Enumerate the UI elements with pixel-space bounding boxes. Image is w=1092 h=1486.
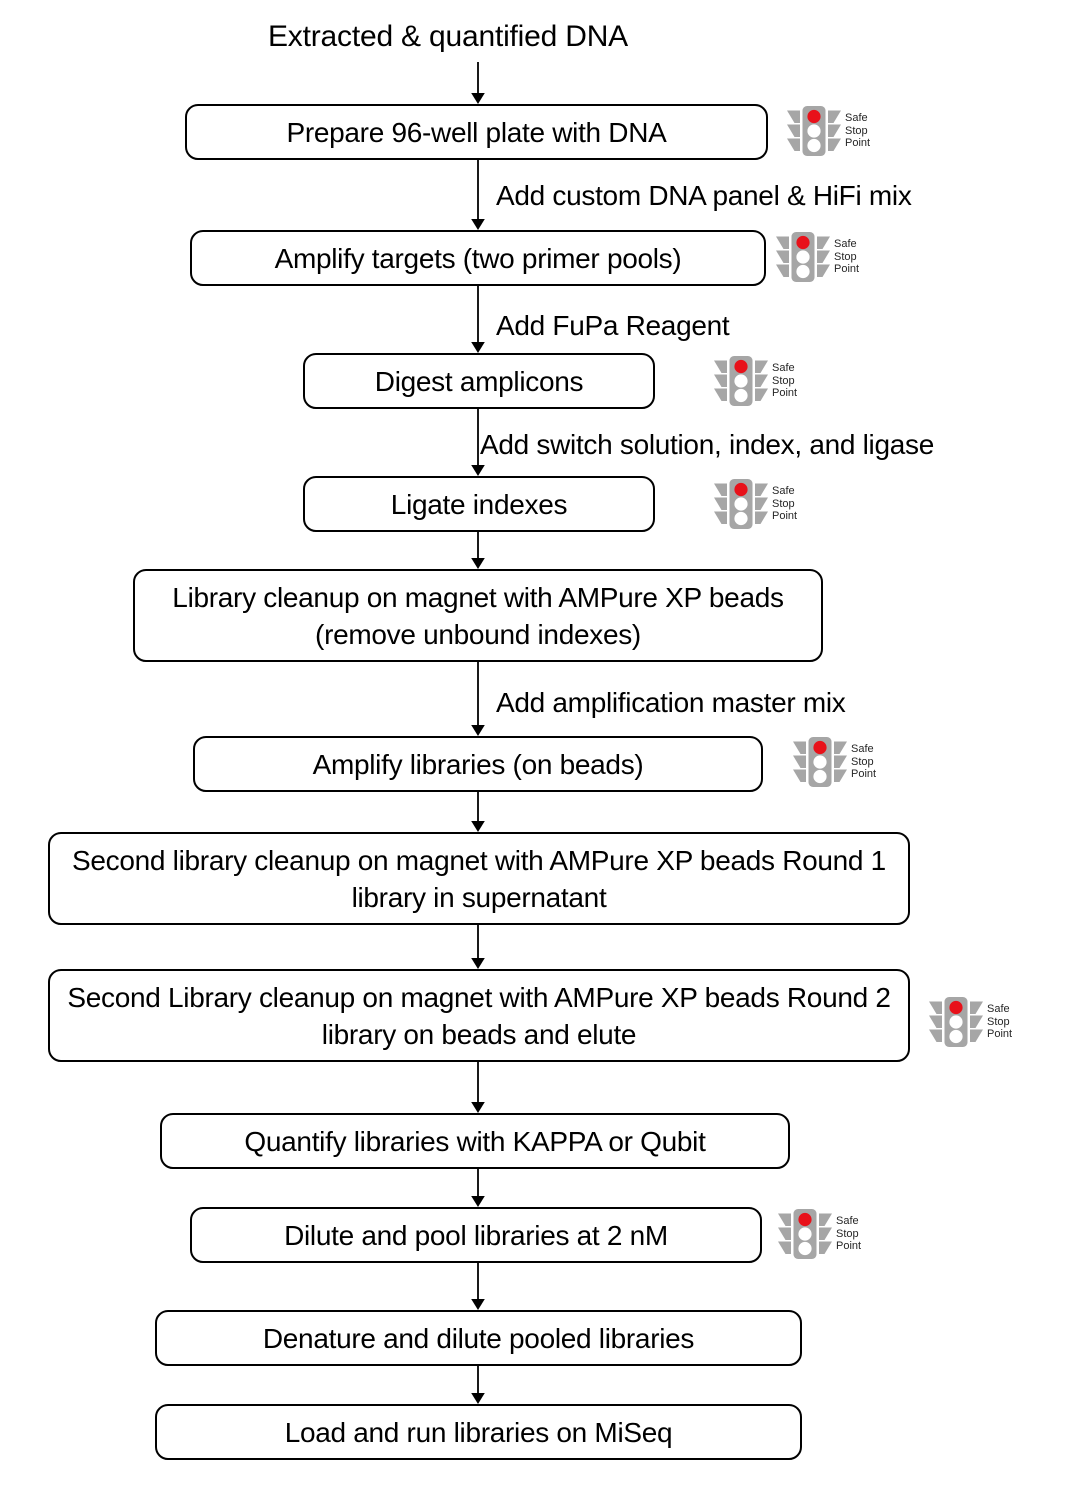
- flow-arrow: [467, 1366, 493, 1404]
- safe-stop-point-line: Stop: [845, 124, 868, 137]
- process-node[interactable]: Amplify targets (two primer pools): [190, 230, 766, 286]
- process-node[interactable]: Second Library cleanup on magnet with AM…: [48, 969, 910, 1062]
- process-node[interactable]: Amplify libraries (on beads): [193, 736, 763, 792]
- flow-arrow: [467, 532, 493, 569]
- safe-stop-point-line: Stop: [834, 250, 857, 263]
- process-node[interactable]: Digest amplicons: [303, 353, 655, 409]
- arrowhead: [471, 342, 485, 353]
- process-node-label: Library cleanup on magnet with AMPure XP…: [172, 581, 784, 650]
- safe-stop-point-line: Safe: [772, 485, 795, 498]
- safe-stop-point-line: Stop: [772, 497, 795, 510]
- safe-stop-point-line: Safe: [845, 112, 868, 125]
- flow-arrow: [467, 286, 493, 353]
- flow-arrow: [467, 1169, 493, 1207]
- traffic-light-icon: [776, 232, 830, 282]
- arrowhead: [471, 725, 485, 736]
- safe-stop-point-line: Stop: [987, 1015, 1010, 1028]
- traffic-light-icon: [714, 356, 768, 406]
- traffic-light-icon: [793, 737, 847, 787]
- traffic-light-icon: [787, 106, 841, 156]
- process-node-label: Load and run libraries on MiSeq: [284, 1416, 673, 1448]
- arrowhead: [471, 93, 485, 104]
- safe-stop-point-line: Point: [845, 137, 871, 150]
- edge-label: Add amplification master mix: [496, 687, 846, 718]
- traffic-light-icon: [929, 997, 983, 1047]
- arrowhead: [471, 1393, 485, 1404]
- process-node-label: Dilute and pool libraries at 2 nM: [284, 1219, 668, 1251]
- process-node-label: Digest amplicons: [374, 365, 584, 397]
- process-node-label: Ligate indexes: [390, 488, 568, 520]
- flow-arrow: [467, 792, 493, 832]
- process-node-label: Denature and dilute pooled libraries: [262, 1322, 695, 1354]
- process-node-label: Prepare 96-well plate with DNA: [286, 116, 667, 148]
- safe-stop-point-line: Point: [772, 387, 798, 400]
- arrowhead: [471, 1299, 485, 1310]
- edge-label: Add switch solution, index, and ligase: [480, 429, 934, 460]
- safe-stop-point-line: Safe: [987, 1003, 1010, 1016]
- process-node[interactable]: Load and run libraries on MiSeq: [155, 1404, 802, 1460]
- process-node-label: Amplify targets (two primer pools): [274, 242, 682, 274]
- traffic-light-icon: [778, 1209, 832, 1259]
- process-node[interactable]: Dilute and pool libraries at 2 nM: [190, 1207, 762, 1263]
- flow-arrow: [467, 925, 493, 969]
- arrowhead: [471, 821, 485, 832]
- safe-stop-point-line: Point: [836, 1240, 862, 1253]
- flow-arrow: [467, 1062, 493, 1113]
- safe-stop-point-line: Point: [987, 1028, 1013, 1041]
- flow-arrow: [467, 160, 493, 230]
- safe-stop-point-line: Stop: [772, 374, 795, 387]
- safe-stop-point-line: Safe: [836, 1215, 859, 1228]
- process-node-label: Quantify libraries with KAPPA or Qubit: [244, 1125, 706, 1157]
- safe-stop-point-line: Stop: [851, 755, 874, 768]
- safe-stop-point-line: Stop: [836, 1227, 859, 1240]
- process-node-label: Second library cleanup on magnet with AM…: [72, 844, 886, 913]
- process-node[interactable]: Quantify libraries with KAPPA or Qubit: [160, 1113, 790, 1169]
- process-node[interactable]: Second library cleanup on magnet with AM…: [48, 832, 910, 925]
- arrowhead: [471, 558, 485, 569]
- safe-stop-point-line: Point: [851, 768, 877, 781]
- arrowhead: [471, 958, 485, 969]
- process-node[interactable]: Ligate indexes: [303, 476, 655, 532]
- flow-arrow: [467, 662, 493, 736]
- process-node-label: Amplify libraries (on beads): [312, 748, 644, 780]
- process-node[interactable]: Library cleanup on magnet with AMPure XP…: [133, 569, 823, 662]
- safe-stop-point-line: Point: [772, 510, 798, 523]
- arrowhead: [471, 1102, 485, 1113]
- safe-stop-point-line: Safe: [772, 362, 795, 375]
- process-node-label: Second Library cleanup on magnet with AM…: [67, 981, 891, 1050]
- diagram-start-label: Extracted & quantified DNA: [268, 20, 628, 53]
- flow-arrow: [467, 62, 493, 104]
- edge-label: Add custom DNA panel & HiFi mix: [496, 180, 912, 211]
- traffic-light-icon: [714, 479, 768, 529]
- edge-label: Add FuPa Reagent: [496, 310, 730, 341]
- safe-stop-point-line: Safe: [851, 743, 874, 756]
- flow-arrow: [467, 1263, 493, 1310]
- arrowhead: [471, 465, 485, 476]
- arrowhead: [471, 219, 485, 230]
- process-node[interactable]: Prepare 96-well plate with DNA: [185, 104, 768, 160]
- arrowhead: [471, 1196, 485, 1207]
- safe-stop-point-line: Safe: [834, 238, 857, 251]
- safe-stop-point-line: Point: [834, 263, 860, 276]
- process-node[interactable]: Denature and dilute pooled libraries: [155, 1310, 802, 1366]
